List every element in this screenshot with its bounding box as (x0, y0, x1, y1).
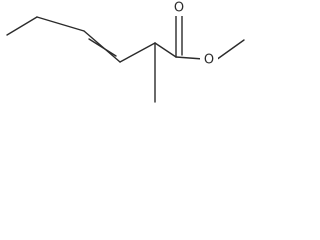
bond-carbonyl-ester-oxygen (175, 56, 204, 60)
carbonyl-oxygen-background (170, 0, 188, 16)
skeletal-structure: O O (6, 0, 245, 103)
carbonyl-oxygen-label: O (174, 1, 184, 16)
ester-oxygen-background (200, 52, 218, 68)
bond-c1-c2 (6, 16, 38, 36)
ester-oxygen-label: O (204, 53, 214, 68)
bond-c4-c5 (119, 42, 156, 63)
bond-ester-oxygen-methyl (215, 39, 245, 61)
bond-c5-carbonyl-carbon (154, 42, 177, 58)
bond-c2-c3 (36, 16, 85, 32)
bond-c3-c4-double (88, 38, 117, 57)
